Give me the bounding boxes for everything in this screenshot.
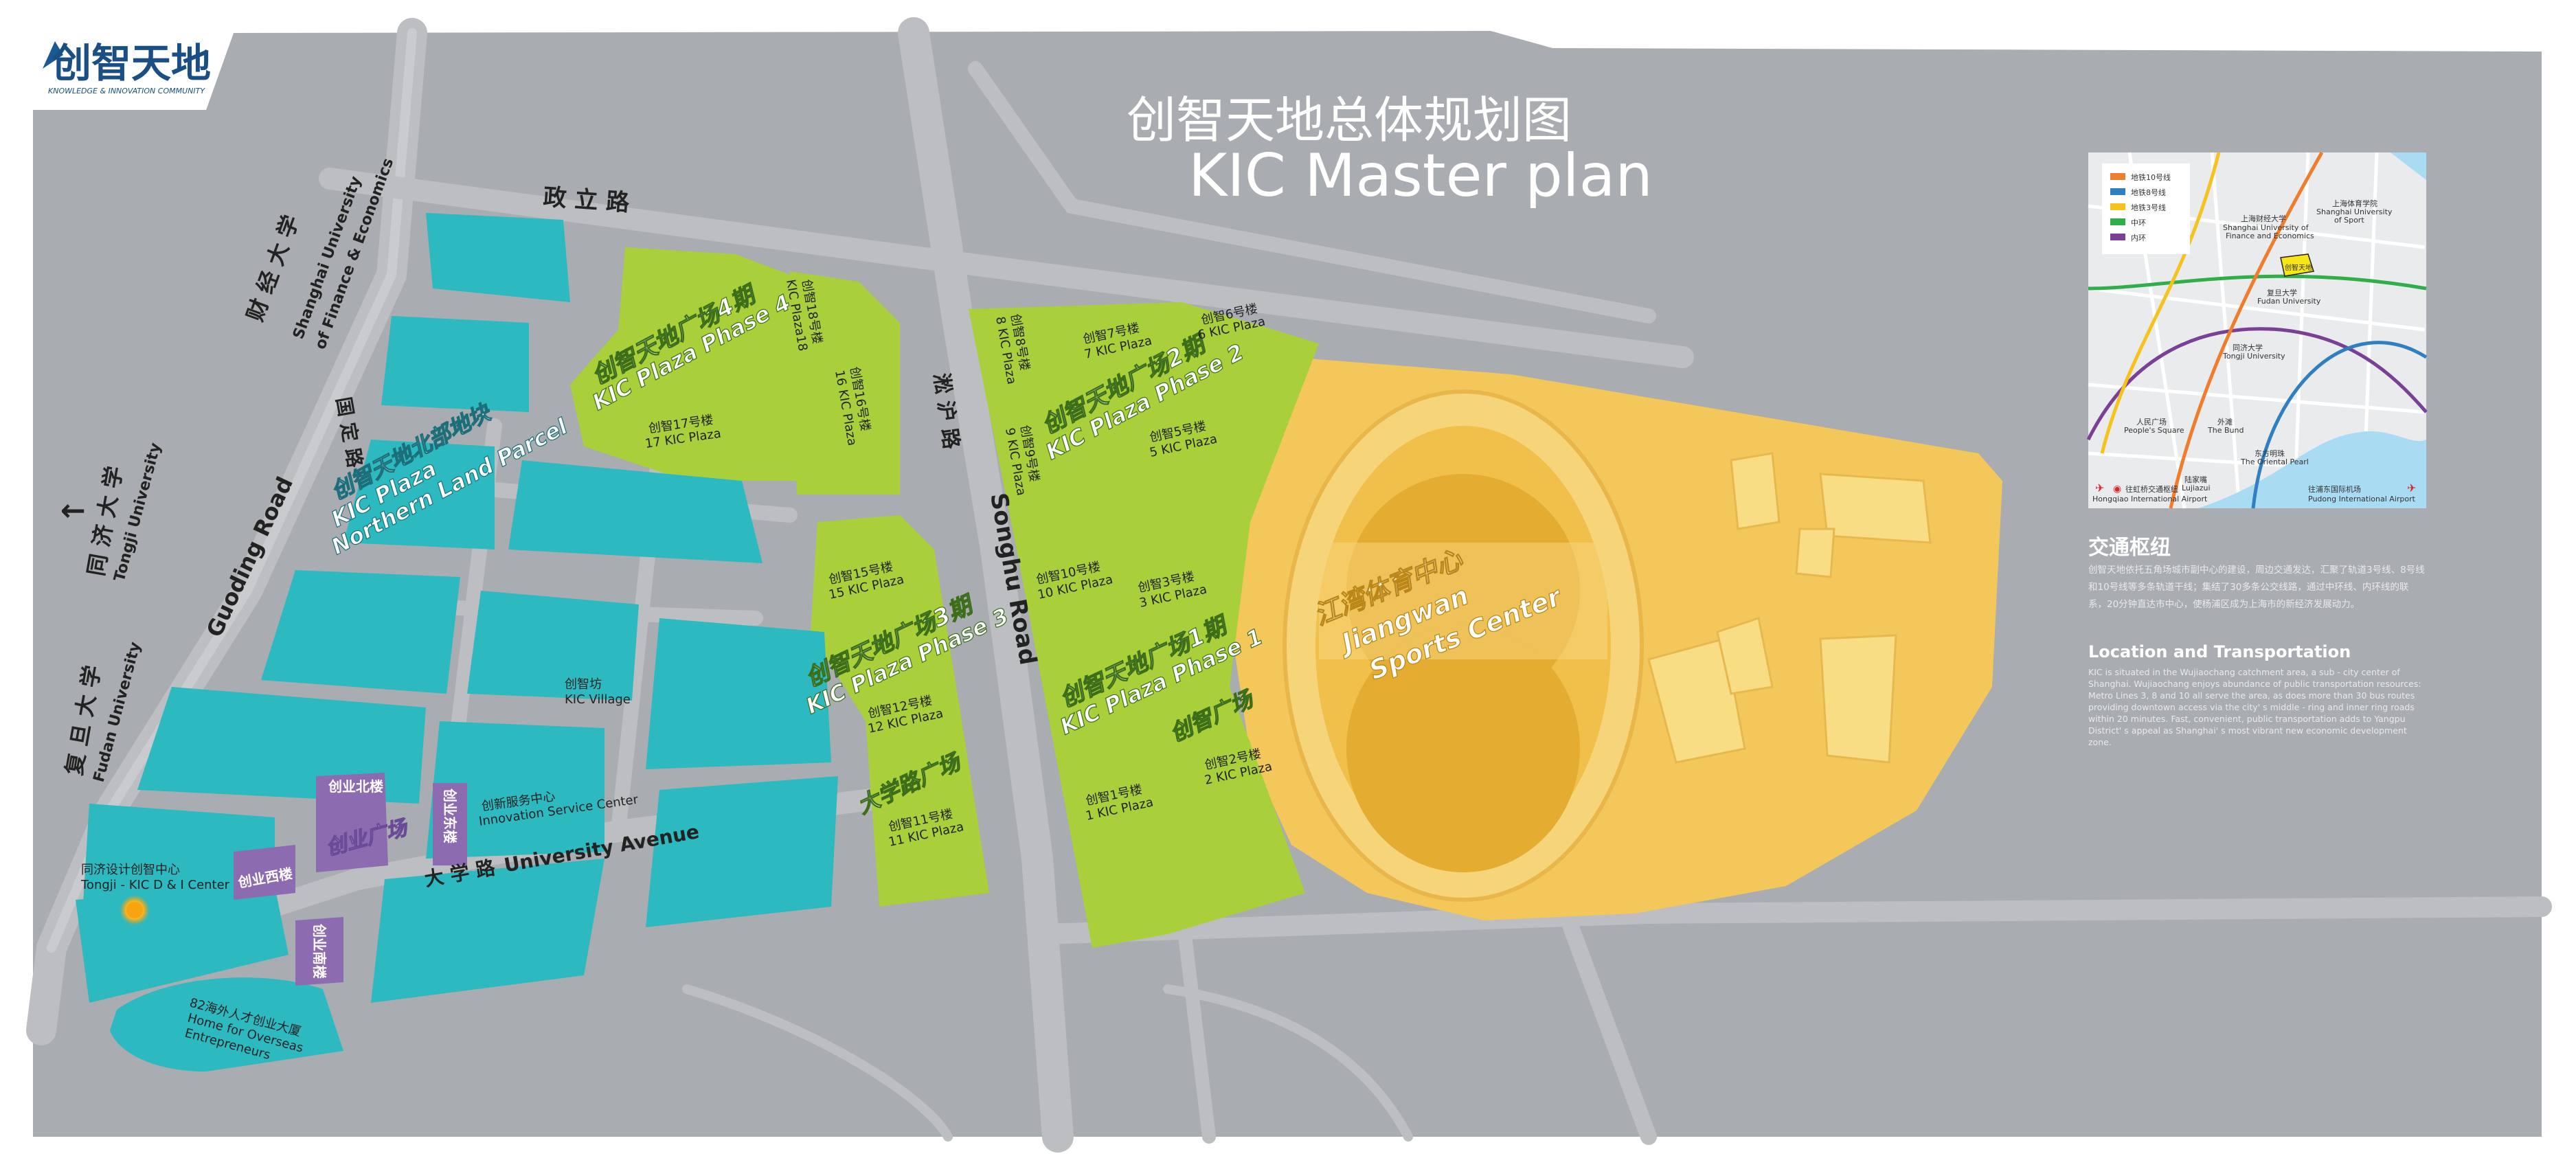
inset-pearl-en: The Oriental Pearl (2240, 457, 2309, 466)
tongji-dic-label-cn: 同济设计创智中心 (81, 863, 180, 877)
logo-cn-text: 创智天地 (52, 40, 211, 87)
legend-label: 内环 (2131, 233, 2146, 242)
legend-swatch (2110, 218, 2125, 225)
green-zone-phase2-1 (969, 302, 1319, 948)
road-east-1 (1175, 900, 1216, 1144)
inset-sufe-cn: 上海财经大学 (2241, 214, 2286, 223)
legend-label: 地铁10号线 (2131, 172, 2171, 182)
inset-sport-en-2: of Sport (2334, 216, 2364, 225)
inset-hongqiao-cn: 往虹桥交通枢纽 (2125, 484, 2178, 494)
logo-en-text: KNOWLEDGE & INNOVATION COMMUNITY (48, 87, 205, 95)
transport-paragraph-cn: 创智天地依托五角场城市副中心的建设，周边交通发达，汇聚了轨道3号线、8号线和10… (2088, 565, 2425, 610)
page-title-en: KIC Master plan (1188, 141, 1653, 210)
road-songhu (898, 17, 1074, 1153)
transport-heading-en: Location and Transportation (2088, 642, 2351, 661)
logo-corner (33, 33, 234, 110)
inset-sport-cn: 上海体育学院 (2332, 199, 2377, 208)
inset-pearl-cn: 东方明珠 (2255, 449, 2285, 458)
inset-pudong-en: Pudong International Airport (2308, 495, 2416, 503)
inset-kic-cn: 创智天地 (2285, 263, 2312, 272)
legend-label: 地铁8号线 (2131, 188, 2166, 197)
inset-tongji-en: Tongji University (2222, 352, 2285, 361)
inset-tongji-cn: 同济大学 (2233, 343, 2263, 352)
tongji-dic-label-en: Tongji - KIC D & I Center (80, 878, 230, 892)
page-title-cn: 创智天地总体规划图 (1127, 91, 1572, 149)
green-zone-b16-18 (790, 271, 900, 495)
road-south (1034, 896, 2552, 944)
plane-icon-left: ✈ (2095, 481, 2104, 495)
plane-icon-right: ✈ (2407, 481, 2416, 495)
road-zhengli-label: 政 立 路 (542, 183, 631, 217)
transport-paragraph-en: KIC is situated in the Wujiaochang catch… (2088, 667, 2421, 747)
inset-sufe-en-1: Shanghai University of (2223, 223, 2309, 232)
village-label-cn: 创智坊 (565, 677, 602, 692)
road-arc (682, 984, 953, 1142)
inset-fudan-en: Fudan University (2257, 297, 2321, 306)
cy-east-label: 创业东楼 (442, 788, 458, 843)
purple-blocks (234, 773, 467, 986)
legend-swatch (2110, 173, 2125, 180)
inset-sport-en-1: Shanghai University (2316, 207, 2393, 216)
inset-bund-cn: 外滩 (2217, 417, 2233, 427)
road-arc-2 (1163, 984, 1413, 1142)
legend-swatch (2110, 188, 2125, 195)
inset-fudan-cn: 复旦大学 (2267, 288, 2297, 297)
road-north (968, 61, 1656, 324)
stadium (1283, 389, 1644, 902)
legend-label: 中环 (2131, 218, 2146, 227)
cy-south-label: 创业南楼 (311, 923, 328, 979)
logo: 创智天地 KNOWLEDGE & INNOVATION COMMUNITY (43, 40, 211, 95)
jiangwan-buildings (1647, 452, 1932, 764)
road-zhengli (319, 168, 1694, 368)
legend-swatch (2110, 234, 2125, 240)
inset-sufe-en-2: Finance and Economics (2226, 231, 2314, 240)
pin-icon: ◉ (2113, 484, 2121, 495)
tongji-arrow: ← (60, 493, 86, 528)
legend-swatch (2110, 203, 2125, 210)
inset-lujiazui-en: Lujiazui (2182, 484, 2211, 492)
inset-lujiazui-cn: 陆家嘴 (2184, 475, 2207, 484)
teal-blocks (76, 213, 838, 1072)
green-zone-phase4 (570, 247, 797, 481)
cy-north-label: 创业北楼 (328, 778, 383, 795)
inset-kic-marker (2280, 253, 2314, 277)
inset-hongqiao-en: Hongqiao International Airport (2092, 495, 2208, 503)
inset-pudong-cn: 往浦东国际机场 (2308, 484, 2361, 494)
inset-bund-en: The Bund (2207, 426, 2244, 435)
inset-people-en: People's Square (2124, 426, 2184, 435)
green-zone-phase3 (811, 515, 989, 907)
legend-label: 地铁3号线 (2131, 203, 2166, 212)
inset-people-cn: 人民广场 (2136, 417, 2167, 427)
village-label-en: KIC Village (565, 692, 631, 707)
transport-heading-cn: 交通枢纽 (2088, 536, 2171, 560)
